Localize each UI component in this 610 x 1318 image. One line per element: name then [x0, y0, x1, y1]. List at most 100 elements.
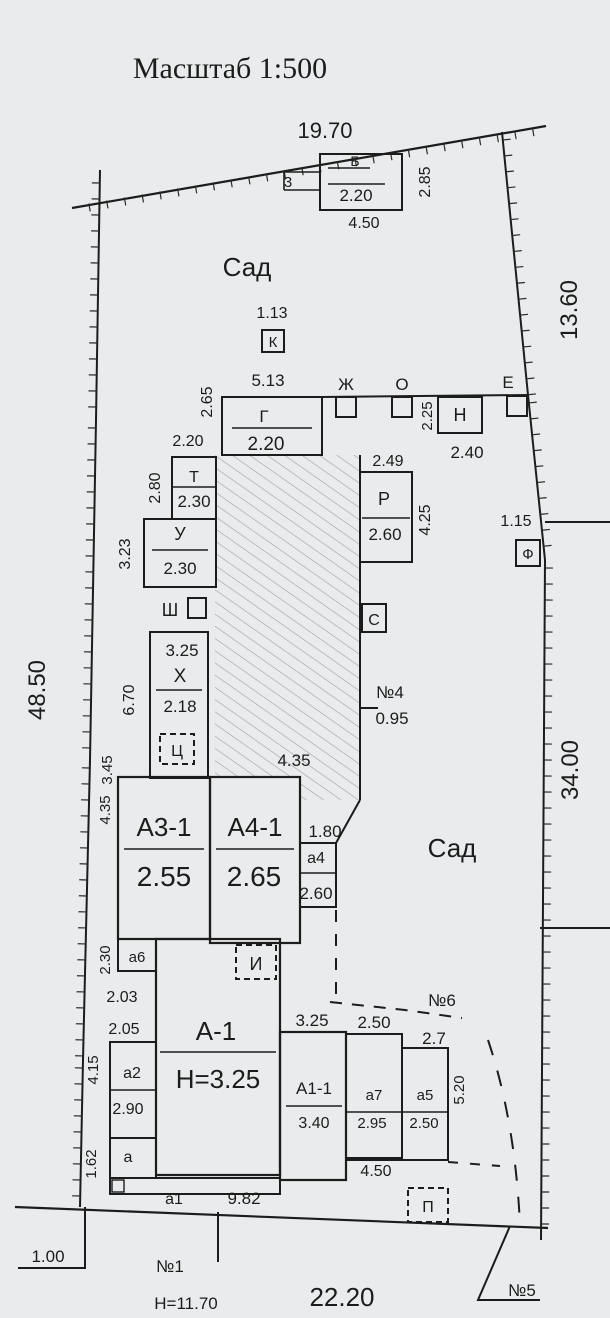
plan-label: 2.60	[368, 525, 401, 544]
boundary-tick	[265, 173, 269, 182]
boundary-tick	[478, 137, 482, 146]
boundary-tick	[505, 170, 514, 173]
plan-label: 2.20	[172, 433, 203, 450]
boundary-tick	[443, 143, 446, 152]
plan-label: 1.62	[83, 1149, 100, 1178]
boundary-tick	[520, 313, 529, 316]
boundary-tick	[354, 158, 358, 167]
boundary-tick	[538, 497, 547, 500]
boundary-tick	[177, 188, 180, 197]
boundary-tick	[141, 194, 145, 203]
fence-6-curve	[487, 1039, 521, 1226]
post-o	[391, 396, 413, 418]
plan-label: 4.50	[348, 215, 379, 232]
plan-label: Е	[502, 373, 513, 392]
plan-label: У	[174, 524, 186, 544]
plan-label: 2.7	[422, 1029, 446, 1048]
boundary-bottom	[14, 1205, 549, 1230]
block-a1b	[109, 1177, 281, 1195]
plan-label: Ш	[162, 600, 179, 620]
boundary-tick	[123, 197, 127, 206]
boundary-tick	[540, 512, 549, 515]
plan-label: 3.25	[165, 641, 198, 660]
boundary-tick	[541, 528, 550, 531]
plan-label: Н=11.70	[154, 1294, 217, 1313]
neighbour-line-5	[476, 1225, 540, 1301]
boundary-tick	[194, 185, 198, 194]
boundary-tick	[535, 465, 544, 468]
plan-label: 2.20	[248, 434, 285, 455]
plan-label: А-1	[196, 1016, 236, 1046]
block-a5	[401, 1047, 449, 1161]
boundary-left	[79, 169, 101, 1208]
boundary-tick	[496, 134, 499, 143]
boundary-tick	[159, 191, 162, 200]
building-r	[359, 471, 413, 563]
boundary-tick	[507, 186, 516, 189]
boundary-tick	[524, 361, 533, 364]
garden-label-1: Сад	[223, 252, 272, 282]
dim-left-side: 48.50	[24, 660, 51, 720]
plan-label: а7	[366, 1087, 383, 1104]
boundary-top	[71, 124, 547, 210]
building-i	[235, 944, 277, 980]
boundary-tick	[532, 433, 541, 436]
building-n	[437, 396, 483, 434]
dim-offset-left: 1.00	[31, 1247, 64, 1266]
plan-label: Ф	[522, 546, 533, 563]
plan-label: А1-1	[296, 1079, 332, 1098]
boundary-tick	[521, 329, 530, 332]
building-g	[221, 396, 323, 456]
block-a3	[116, 775, 212, 941]
plan-label: И	[250, 954, 263, 974]
plan-label: Х	[174, 666, 187, 687]
boundary-tick	[425, 146, 428, 155]
plan-label: 2.30	[163, 559, 196, 578]
plan-label: А4-1	[228, 812, 283, 842]
boundary-tick	[516, 281, 525, 284]
boundary-tick	[527, 393, 536, 396]
plan-label: 2.60	[299, 884, 332, 903]
plan-label: 4.15	[85, 1055, 102, 1084]
block-a4b	[299, 842, 337, 908]
plan-label: Н=3.25	[176, 1064, 261, 1094]
boundary-tick	[513, 250, 522, 253]
boundary-tick	[248, 176, 251, 185]
boundary-tick	[515, 265, 524, 268]
plan-label: 2.85	[417, 166, 434, 197]
post-e	[506, 395, 528, 417]
plan-label: 6.70	[121, 684, 138, 715]
plan-label: А3-1	[137, 812, 192, 842]
plan-label: 2.20	[339, 186, 372, 205]
plan-label: 3	[284, 174, 292, 191]
dim-right-lower: 34.00	[557, 740, 584, 800]
plan-label: 1.80	[308, 822, 341, 841]
plan-label: 2.80	[147, 472, 164, 503]
plan-label: 1.13	[256, 305, 287, 322]
boundary-tick	[530, 417, 539, 420]
boundary-tick	[88, 203, 91, 212]
plan-label: 4.35	[97, 795, 114, 824]
plan-label: а5	[417, 1087, 434, 1104]
boundary-tick	[518, 297, 527, 300]
plan-label: 3.23	[117, 538, 134, 569]
building-ts	[159, 733, 195, 765]
plan-label: 5.13	[251, 371, 284, 390]
boundary-tick	[523, 345, 532, 348]
boundary-tick	[528, 401, 537, 404]
dim-top-width: 19.70	[297, 118, 352, 143]
boundary-tick	[510, 218, 519, 221]
plan-label: С	[368, 612, 380, 629]
boundary-tick	[502, 138, 511, 141]
boundary-tick	[230, 179, 233, 188]
boundary-tick	[512, 234, 521, 237]
plan-label: 2.25	[419, 401, 436, 430]
plan-label: 2.18	[163, 697, 196, 716]
plan-label: а1	[165, 1191, 183, 1208]
building-f	[515, 539, 541, 567]
plan-label: 9.82	[227, 1189, 260, 1208]
plan-label: 2.55	[137, 861, 192, 892]
dim-right-upper: 13.60	[556, 280, 583, 340]
plan-label: 2.05	[108, 1021, 139, 1038]
